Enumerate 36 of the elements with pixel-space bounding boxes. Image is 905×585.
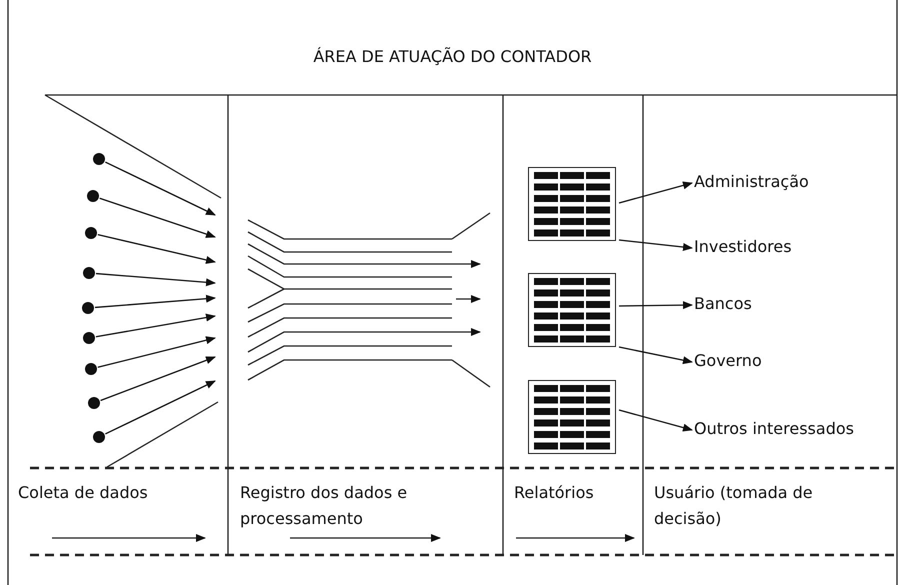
arrow — [105, 380, 216, 435]
arrow — [96, 314, 216, 338]
data-dot — [82, 302, 94, 314]
data-dot — [85, 363, 97, 375]
data-dot — [83, 267, 95, 279]
column-heading: Relatórios — [514, 482, 595, 504]
user-label: Outros interessados — [694, 418, 854, 442]
user-label: Governo — [694, 350, 762, 374]
arrow — [618, 239, 693, 251]
arrow — [619, 301, 693, 310]
arrow — [94, 294, 216, 308]
data-dot — [93, 431, 105, 443]
data-dot — [85, 227, 97, 239]
picture — [528, 167, 616, 241]
diagram-title: ÁREA DE ATUAÇÃO DO CONTADOR — [312, 46, 593, 68]
arrow — [98, 336, 216, 368]
arrow — [618, 182, 693, 204]
data-dot — [87, 190, 99, 202]
data-dot — [88, 397, 100, 409]
user-label: Investidores — [694, 236, 792, 260]
column-heading: Usuário (tomada de decisão) — [654, 482, 814, 530]
user-label: Bancos — [694, 293, 752, 317]
arrow — [105, 161, 216, 216]
column-heading: Coleta de dados — [18, 482, 149, 504]
arrow — [99, 198, 216, 238]
picture — [528, 380, 616, 454]
data-dot — [83, 332, 95, 344]
arrow — [96, 272, 216, 286]
data-dot — [93, 153, 105, 165]
arrow — [100, 356, 216, 402]
column-heading: Registro dos dados e processamento — [240, 482, 408, 530]
arrow — [98, 234, 216, 264]
arrow — [618, 346, 693, 364]
arrow — [618, 409, 693, 432]
picture — [528, 273, 616, 347]
user-label: Administração — [694, 171, 809, 195]
